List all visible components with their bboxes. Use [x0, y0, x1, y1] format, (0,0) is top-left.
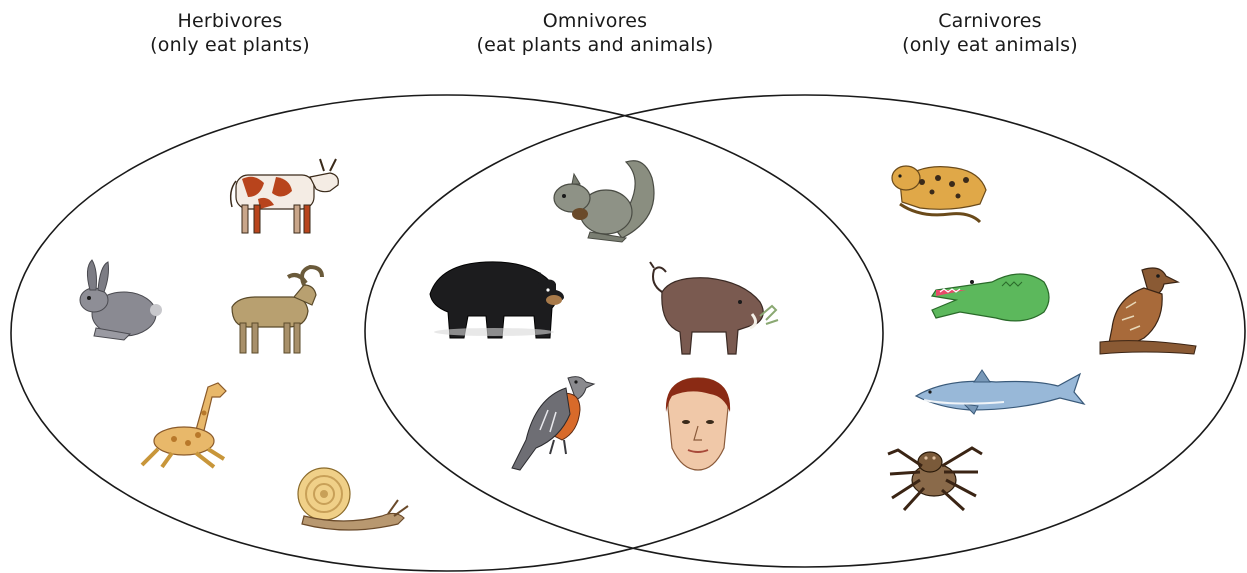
giraffe-icon	[142, 383, 226, 467]
human-face-icon	[666, 378, 730, 470]
bear-icon	[430, 262, 564, 338]
squirrel-icon	[554, 161, 654, 242]
shark-icon	[916, 370, 1084, 414]
goat-icon	[232, 267, 322, 353]
warthog-icon	[650, 262, 778, 354]
crocodile-icon	[932, 274, 1049, 321]
cow-icon	[231, 159, 339, 233]
spider-icon	[888, 448, 982, 510]
snail-icon	[298, 468, 408, 530]
jaguar-icon	[892, 166, 986, 222]
eagle-icon	[1100, 268, 1196, 354]
rabbit-icon	[80, 260, 162, 340]
bird-icon	[512, 377, 594, 470]
